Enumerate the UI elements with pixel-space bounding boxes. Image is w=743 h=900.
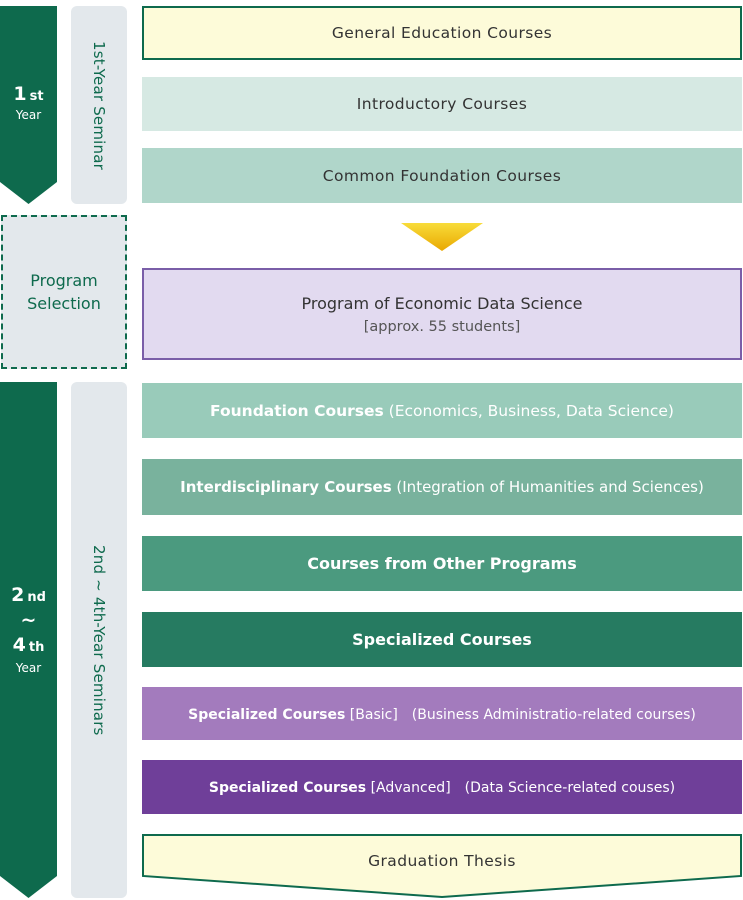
interdisciplinary-courses-detail: (Integration of Humanities and Sciences) (391, 478, 704, 496)
program-subtitle: [approx. 55 students] (363, 318, 521, 335)
foundation-courses-box: Foundation Courses (Economics, Business,… (142, 383, 742, 438)
second-to-fourth-year-seminar: 2nd ~ 4th-Year Seminars (71, 382, 127, 898)
interdisciplinary-courses-box: Interdisciplinary Courses (Integration o… (142, 459, 742, 515)
foundation-courses-title: Foundation Courses (210, 401, 384, 420)
specialized-courses-box: Specialized Courses (142, 612, 742, 667)
specialized-basic-title: Specialized Courses (188, 706, 346, 723)
general-education-courses-label: General Education Courses (331, 24, 553, 42)
introductory-courses-box: Introductory Courses (142, 77, 742, 131)
specialized-courses-label: Specialized Courses (352, 630, 532, 649)
down-arrow-icon (401, 223, 483, 251)
other-programs-courses-box: Courses from Other Programs (142, 536, 742, 591)
program-selection-box: Program Selection (1, 215, 127, 369)
first-year-suffix: st (29, 89, 44, 104)
foundation-courses-detail: (Economics, Business, Data Science) (383, 401, 674, 420)
first-year-text: Year (15, 107, 42, 122)
graduation-thesis-shape (142, 834, 742, 898)
program-selection-line2: Selection (27, 294, 101, 313)
program-box: Program of Economic Data Science [approx… (142, 268, 742, 360)
specialized-basic-courses-box: Specialized Courses [Basic] (Business Ad… (142, 687, 742, 740)
introductory-courses-label: Introductory Courses (356, 95, 528, 113)
first-year-seminar-label: 1st-Year Seminar (90, 40, 108, 170)
second-year-suffix: nd (27, 590, 46, 605)
first-year-arrow-shape (0, 6, 57, 204)
common-foundation-courses-label: Common Foundation Courses (322, 166, 562, 185)
first-year-seminar: 1st-Year Seminar (71, 6, 127, 204)
first-year-number: 1 (13, 83, 27, 105)
second-to-fourth-year-arrow-shape (0, 382, 57, 898)
second-to-fourth-year-seminar-label: 2nd ~ 4th-Year Seminars (90, 544, 108, 736)
specialized-advanced-title: Specialized Courses (208, 780, 367, 796)
program-title: Program of Economic Data Science (301, 293, 583, 313)
specialized-advanced-detail: [Advanced] (Data Science-related couses) (366, 780, 676, 796)
graduation-thesis-box: Graduation Thesis (142, 834, 742, 898)
program-selection-line1: Program (30, 270, 98, 290)
other-programs-courses-label: Courses from Other Programs (307, 554, 577, 573)
second-year-number: 2 (11, 584, 25, 606)
fourth-year-suffix: th (28, 639, 45, 655)
specialized-advanced-courses-box: Specialized Courses [Advanced] (Data Sci… (142, 760, 742, 814)
interdisciplinary-courses-title: Interdisciplinary Courses (180, 478, 392, 496)
general-education-courses-box: General Education Courses (142, 6, 742, 60)
second-to-fourth-year-text: Year (15, 660, 42, 675)
graduation-thesis-label: Graduation Thesis (368, 852, 516, 870)
specialized-basic-detail: [Basic] (Business Administratio-related … (345, 706, 696, 723)
down-arrow-icon-shape (401, 223, 483, 251)
fourth-year-number: 4 (12, 633, 26, 656)
common-foundation-courses-box: Common Foundation Courses (142, 148, 742, 203)
year-range-tilde: ~ (20, 608, 37, 631)
